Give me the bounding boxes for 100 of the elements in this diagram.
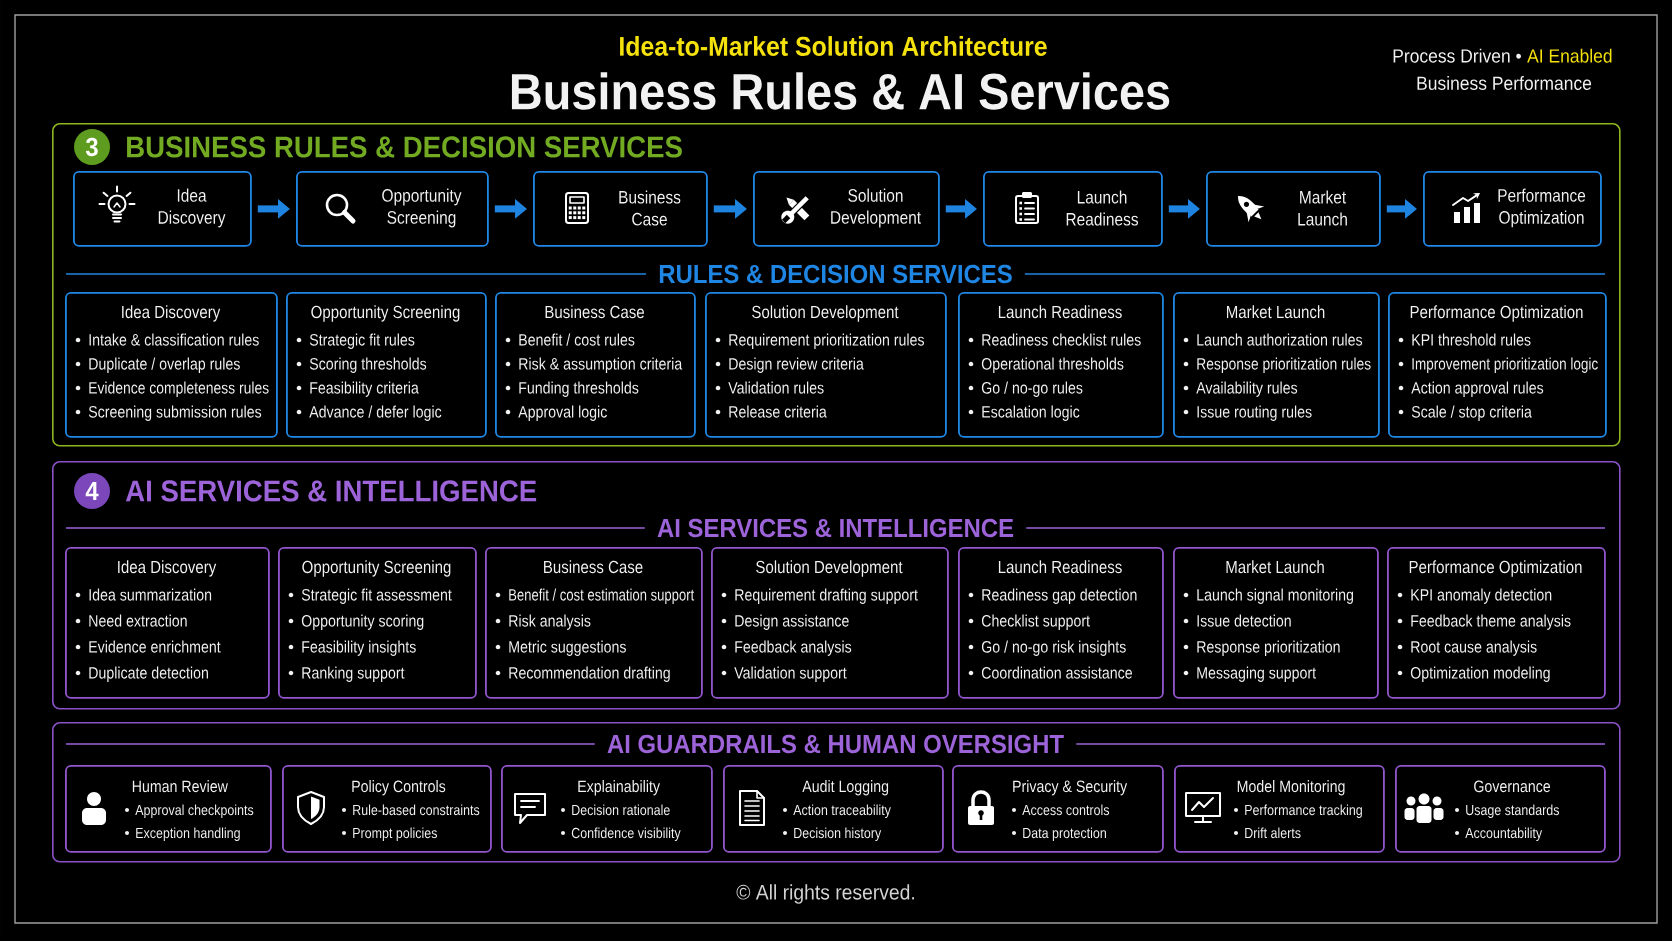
list-item: Duplicate / overlap rules <box>75 357 240 373</box>
tagline-text: Business Performance <box>1417 76 1592 90</box>
list-item: Messaging support <box>1183 666 1316 682</box>
card-heading: Opportunity Screening <box>311 305 460 322</box>
list-item: Design review criteria <box>715 357 864 373</box>
rule-card <box>958 292 1164 438</box>
list-item: Strategic fit assessment <box>288 588 452 604</box>
rule-card <box>1388 292 1607 438</box>
card-heading: Solution Development <box>756 560 903 577</box>
list-item: Decision rationale <box>561 804 670 816</box>
section-subheading: AI GUARDRAILS & HUMAN OVERSIGHT <box>607 734 1064 754</box>
list-item: Evidence completeness rules <box>75 381 269 397</box>
list-item: Scoring thresholds <box>296 357 427 373</box>
list-item: Go / no-go risk insights <box>968 640 1126 656</box>
step-label: Launch Readiness <box>1066 190 1138 226</box>
card-heading: Model Monitoring <box>1237 780 1345 796</box>
card-heading: Idea Discovery <box>122 305 221 322</box>
card-heading: Market Launch <box>1227 305 1325 319</box>
rule-card <box>1173 547 1379 699</box>
card-heading: Launch Readiness <box>998 305 1122 319</box>
list-item: Risk analysis <box>495 614 591 630</box>
list-item: Response prioritization rules <box>1183 357 1371 373</box>
rule-card <box>711 547 949 699</box>
card-heading: Performance Optimization <box>1409 560 1582 577</box>
list-item: Readiness checklist rules <box>968 333 1141 346</box>
rule-card <box>278 547 477 699</box>
tagline-text: Process Driven • <box>1393 48 1521 63</box>
list-item: Risk & assumption criteria <box>505 357 683 373</box>
card-heading: Policy Controls <box>352 780 446 796</box>
step-box <box>73 171 252 247</box>
list-item: Validation rules <box>715 381 824 394</box>
card-heading: Audit Logging <box>802 780 889 796</box>
list-item: Opportunity scoring <box>288 614 424 630</box>
list-item: Idea summarization <box>75 588 212 601</box>
list-item: Data protection <box>1012 827 1106 841</box>
step-label: Business Case <box>619 190 681 226</box>
section-panel <box>52 461 1621 710</box>
step-box <box>1423 171 1602 247</box>
guardrail-card <box>952 765 1164 853</box>
card-heading: Governance <box>1474 780 1551 793</box>
section-heading: AI SERVICES & INTELLIGENCE <box>125 480 537 502</box>
list-item: Prompt policies <box>342 827 437 841</box>
rule-card <box>705 292 947 438</box>
list-item: Accountability <box>1455 827 1543 841</box>
supertitle: Idea-to-Market Solution Architecture <box>620 36 1047 56</box>
card-heading: Explainability <box>578 780 660 796</box>
guardrail-card <box>1174 765 1385 853</box>
list-item: Availability rules <box>1183 381 1298 397</box>
list-item: Feasibility criteria <box>296 381 419 397</box>
card-heading: Launch Readiness <box>998 560 1122 574</box>
step-label: Opportunity Screening <box>382 188 462 228</box>
number-badge: 3 <box>74 129 110 165</box>
rule-card <box>65 547 270 699</box>
list-item: Action approval rules <box>1398 381 1544 397</box>
list-item: Design assistance <box>721 614 849 630</box>
card-heading: Human Review <box>132 780 228 793</box>
list-item: Escalation logic <box>968 405 1080 421</box>
guardrail-card <box>65 765 272 853</box>
list-item: Benefit / cost rules <box>505 333 635 346</box>
rule-card <box>958 547 1164 699</box>
list-item: Go / no-go rules <box>968 381 1083 397</box>
list-item: Screening submission rules <box>75 405 262 421</box>
list-item: Release criteria <box>715 405 827 418</box>
section-subheading: RULES & DECISION SERVICES <box>659 264 1012 284</box>
step-label: Performance Optimization <box>1498 188 1586 228</box>
card-heading: Business Case <box>545 305 644 319</box>
list-item: Access controls <box>1012 804 1110 816</box>
section-subheading: AI SERVICES & INTELLIGENCE <box>657 518 1014 538</box>
section-panel <box>52 123 1621 447</box>
list-item: Action traceability <box>783 804 891 818</box>
list-item: Performance tracking <box>1234 804 1362 818</box>
list-item: Need extraction <box>75 614 187 627</box>
card-heading: Market Launch <box>1226 560 1324 574</box>
list-item: Issue routing rules <box>1183 405 1312 421</box>
step-box <box>983 171 1163 247</box>
list-item: Approval logic <box>505 405 607 421</box>
tagline-highlight: AI Enabled <box>1527 48 1612 63</box>
guardrail-card <box>501 765 713 853</box>
list-item: Usage standards <box>1455 804 1559 818</box>
list-item: Benefit / cost estimation support <box>495 588 695 604</box>
copyright-notice: © All rights reserved. <box>736 884 914 904</box>
card-heading: Business Case <box>544 560 643 574</box>
section-heading: BUSINESS RULES & DECISION SERVICES <box>127 136 682 158</box>
list-item: Requirement drafting support <box>721 588 918 604</box>
list-item: Approval checkpoints <box>125 804 254 818</box>
rule-card <box>1173 292 1380 438</box>
step-box <box>533 171 708 247</box>
list-item: Evidence enrichment <box>75 640 221 653</box>
guardrail-card <box>723 765 944 853</box>
list-item: Checklist support <box>968 614 1090 630</box>
list-item: Feedback analysis <box>721 640 852 656</box>
step-label: Idea Discovery <box>158 188 226 228</box>
step-label: Market Launch <box>1298 190 1347 226</box>
card-heading: Opportunity Screening <box>302 560 451 577</box>
list-item: Root cause analysis <box>1397 640 1537 656</box>
card-heading: Performance Optimization <box>1410 305 1583 322</box>
list-item: Intake & classification rules <box>75 333 259 346</box>
main-title: Business Rules & AI Services <box>511 72 1170 110</box>
rule-card <box>485 547 703 699</box>
card-heading: Privacy & Security <box>1013 780 1128 796</box>
